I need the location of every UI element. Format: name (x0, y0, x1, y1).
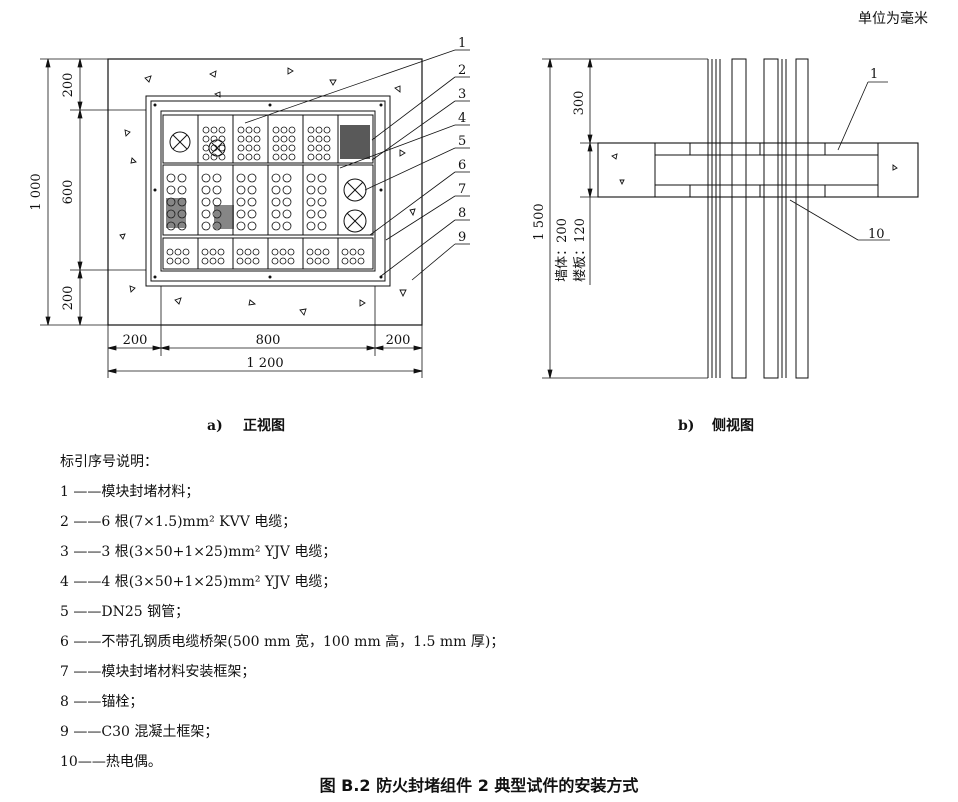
legend-item: 5 ——DN25 钢管； (60, 604, 190, 620)
side-view (542, 58, 919, 379)
dim-top-300: 300 (572, 91, 587, 116)
dim-mid-800: 800 (256, 333, 281, 348)
concrete-frame (107, 58, 423, 326)
dim-right-200: 200 (386, 333, 411, 348)
callout-2: 2 (458, 63, 466, 78)
front-horizontal-dims (107, 286, 423, 378)
callout-8: 8 (458, 206, 466, 221)
dim-total-1000: 1 000 (29, 173, 44, 210)
module-area (160, 110, 376, 272)
side-callout-10: 10 (868, 227, 885, 242)
floor-thickness-label: 楼板：120 (573, 218, 588, 282)
legend-item: 4 ——4 根(3×50+1×25)mm² YJV 电缆； (60, 574, 337, 590)
opening-outline (145, 95, 391, 287)
side-view-caption: 侧视图 (712, 417, 754, 434)
callout-4: 4 (458, 111, 466, 126)
legend-item: 10——热电偶。 (60, 754, 162, 770)
legend-item: 1 ——模块封堵材料； (60, 484, 200, 500)
legend-item: 7 ——模块封堵材料安装框架； (60, 664, 256, 680)
cable-cells (166, 126, 365, 265)
callout-9: 9 (458, 230, 466, 245)
dim-left-200: 200 (123, 333, 148, 348)
anchor-bolts (153, 103, 383, 279)
callout-3: 3 (458, 87, 466, 102)
legend-item: 2 ——6 根(7×1.5)mm² KVV 电缆； (60, 514, 297, 530)
legend-item: 3 ——3 根(3×50+1×25)mm² YJV 电缆； (60, 544, 337, 560)
figure-caption: 图 B.2 防火封堵组件 2 典型试件的安装方式 (319, 776, 639, 795)
legend-item: 9 ——C30 混凝土框架； (60, 724, 219, 740)
front-view (40, 49, 470, 378)
dim-mid-600: 600 (61, 180, 76, 205)
install-frame (150, 100, 386, 282)
callout-leaders (244, 49, 470, 281)
module-material (166, 125, 370, 229)
front-vertical-dims (40, 58, 146, 326)
side-callout-1: 1 (870, 67, 878, 82)
dim-bot-200: 200 (61, 286, 76, 311)
front-view-caption: 正视图 (243, 417, 285, 434)
cable-tray-mid (162, 164, 374, 236)
legend-title: 标引序号说明： (60, 454, 158, 470)
wall-thickness-label: 墙体：200 (555, 218, 570, 282)
legend-item: 8 ——锚栓； (60, 694, 144, 710)
dim-total-1500: 1 500 (532, 203, 547, 240)
vertical-cables (707, 58, 809, 379)
cable-tray-bottom (162, 237, 374, 270)
wall-aggregate (611, 153, 898, 186)
side-dims (542, 58, 708, 379)
front-view-caption-letter: a) (207, 418, 223, 434)
callout-1: 1 (458, 36, 466, 51)
installation-drawing: 200 600 200 1 000 200 800 200 1 200 1 2 … (29, 36, 919, 434)
callout-6: 6 (458, 158, 466, 173)
legend: 标引序号说明： 1 ——模块封堵材料； 2 ——6 根(7×1.5)mm² KV… (60, 447, 504, 777)
module-blocks (654, 142, 879, 198)
unit-note: 单位为毫米 (858, 11, 928, 27)
dim-total-1200: 1 200 (246, 356, 283, 371)
callout-7: 7 (458, 182, 466, 197)
legend-item: 6 ——不带孔钢质电缆桥架(500 mm 宽，100 mm 高，1.5 mm 厚… (60, 634, 505, 650)
side-view-caption-letter: b) (678, 418, 694, 434)
callout-5: 5 (458, 134, 466, 149)
side-leaders (789, 81, 890, 241)
concrete-aggregate (119, 67, 416, 316)
dim-top-200: 200 (61, 73, 76, 98)
